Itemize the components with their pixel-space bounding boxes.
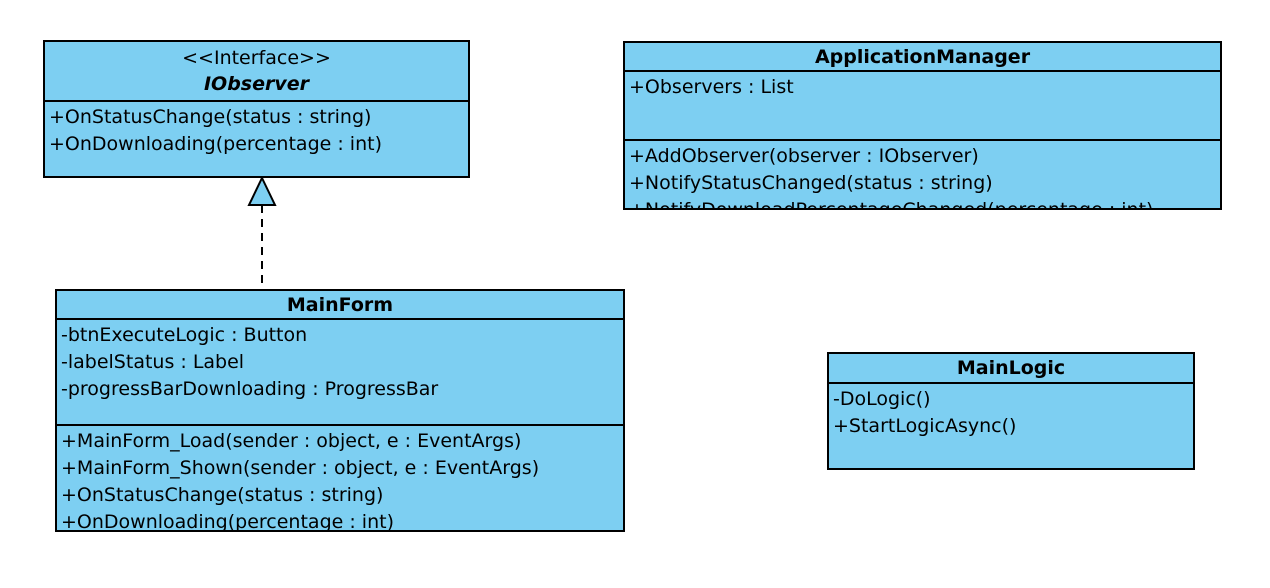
attributes-section-mainform: -btnExecuteLogic : Button -labelStatus :… <box>57 318 623 424</box>
class-name-iobserver: IObserver <box>203 73 310 95</box>
method: +NotifyDownloadPercentageChanged(percent… <box>629 197 1216 208</box>
class-name-mainlogic: MainLogic <box>956 357 1066 379</box>
attribute: +Observers : List <box>629 76 794 98</box>
method: +OnDownloading(percentage : int) <box>61 511 394 530</box>
methods-section-mainform: +MainForm_Load(sender : object, e : Even… <box>57 424 623 530</box>
class-name-applicationmanager: ApplicationManager <box>814 45 1031 68</box>
method: +OnDownloading(percentage : int) <box>49 133 382 155</box>
method: -DoLogic() <box>833 388 931 410</box>
method: +OnStatusChange(status : string) <box>61 484 384 506</box>
class-header-applicationmanager: ApplicationManager <box>625 43 1220 70</box>
attribute: -labelStatus : Label <box>61 351 245 373</box>
realization-arrow-mainform-to-iobserver[interactable] <box>240 176 284 291</box>
class-box-mainlogic[interactable]: MainLogic -DoLogic() +StartLogicAsync() <box>827 352 1195 470</box>
methods-section-iobserver: +OnStatusChange(status : string) +OnDown… <box>45 100 468 176</box>
class-header-mainlogic: MainLogic <box>829 354 1193 382</box>
attribute: -progressBarDownloading : ProgressBar <box>61 378 439 400</box>
class-name-mainform: MainForm <box>286 293 394 316</box>
class-box-iobserver[interactable]: <<Interface>> IObserver +OnStatusChange(… <box>43 40 470 178</box>
method: +AddObserver(observer : IObserver) <box>629 145 979 167</box>
class-box-applicationmanager[interactable]: ApplicationManager +Observers : List +Ad… <box>623 41 1222 210</box>
method: +MainForm_Shown(sender : object, e : Eve… <box>61 457 540 479</box>
class-header-mainform: MainForm <box>57 291 623 318</box>
stereotype-label: <<Interface>> <box>182 47 331 69</box>
attributes-section-applicationmanager: +Observers : List <box>625 70 1220 139</box>
class-box-mainform[interactable]: MainForm -btnExecuteLogic : Button -labe… <box>55 289 625 532</box>
method: +StartLogicAsync() <box>833 415 1017 437</box>
method: +NotifyStatusChanged(status : string) <box>629 172 993 194</box>
class-header-iobserver: <<Interface>> IObserver <box>45 42 468 100</box>
attribute: -btnExecuteLogic : Button <box>61 324 308 346</box>
hollow-triangle-arrowhead <box>247 176 277 206</box>
methods-section-mainlogic: -DoLogic() +StartLogicAsync() <box>829 382 1193 468</box>
method: +OnStatusChange(status : string) <box>49 106 372 128</box>
method: +MainForm_Load(sender : object, e : Even… <box>61 430 522 452</box>
methods-section-applicationmanager: +AddObserver(observer : IObserver) +Noti… <box>625 139 1220 208</box>
